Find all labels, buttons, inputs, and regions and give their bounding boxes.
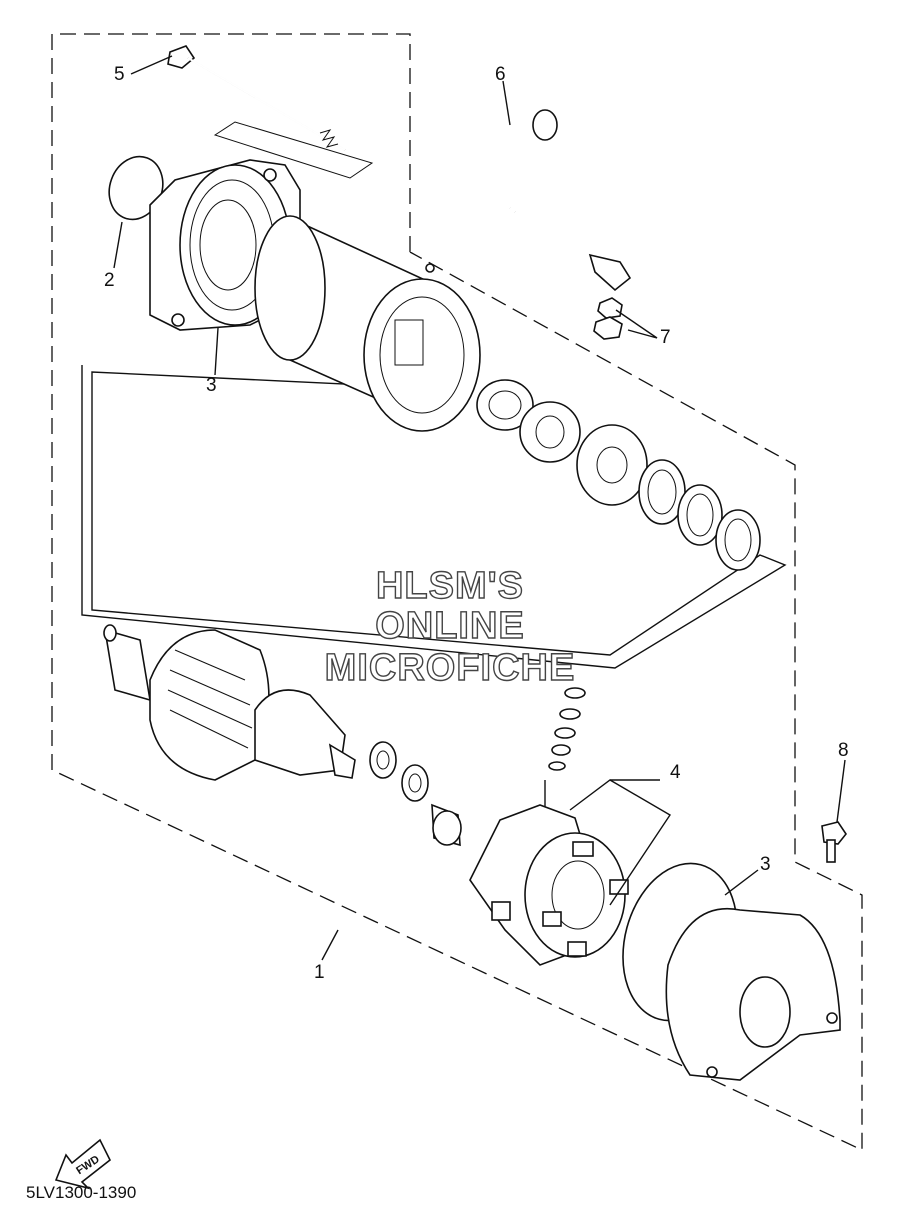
yoke-housing-part [254, 215, 481, 432]
leader-7 [615, 309, 658, 339]
callout-6: 6 [495, 64, 506, 85]
bearing-washer-stack [476, 379, 761, 571]
brush-holder-part [469, 780, 629, 966]
callout-1: 1 [314, 962, 325, 983]
long-bolt-part [167, 45, 374, 179]
leader-3-upper [214, 327, 219, 376]
callout-7: 7 [660, 327, 671, 348]
callout-8: 8 [838, 740, 849, 761]
leader-2 [113, 221, 123, 269]
lead-wire-part [459, 109, 632, 292]
leader-3-lower [724, 869, 759, 896]
watermark-line-2: ONLINE [375, 605, 525, 647]
callout-2: 2 [104, 270, 115, 291]
leader-4 [569, 779, 671, 906]
shim-bracket-upper [81, 365, 787, 669]
brush-terminal-washers [548, 687, 586, 771]
leader-6 [502, 80, 511, 126]
callout-5: 5 [114, 64, 125, 85]
assembly-boundary [51, 33, 863, 1152]
fwd-arrow-icon: FWD [54, 1138, 112, 1190]
callout-3-upper: 3 [206, 375, 217, 396]
rear-cover-part [622, 862, 841, 1081]
leader-8 [836, 759, 846, 823]
callout-4: 4 [670, 762, 681, 783]
leader-5 [130, 55, 173, 75]
armature-washers [369, 741, 462, 847]
diagram-code: 5LV1300-1390 [26, 1183, 137, 1202]
callout-3-lower: 3 [760, 854, 771, 875]
watermark-line-1: HLSM'S [376, 565, 524, 607]
nut-parts [593, 297, 623, 340]
mounting-bolt-part [821, 821, 847, 863]
leader-1 [321, 929, 339, 961]
watermark-line-3: MICROFICHE [325, 647, 576, 689]
armature-part [103, 624, 356, 781]
